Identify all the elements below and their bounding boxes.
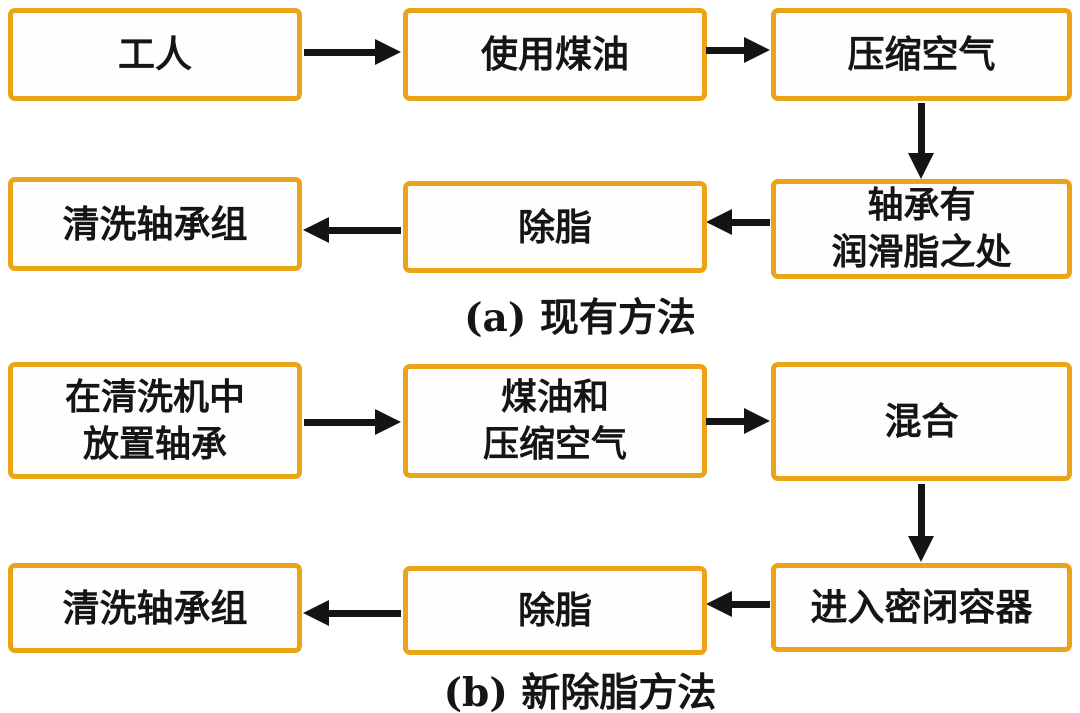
node-degrease-a-label: 除脂	[518, 204, 592, 249]
node-kerosene-and-compressed-air: 煤油和 压缩空气	[403, 364, 707, 478]
arrow-mix-to-sealed-container	[908, 484, 934, 562]
arrow-head-icon	[375, 409, 401, 435]
arrow-shaft	[304, 418, 379, 426]
node-bearing-grease-spot-label: 轴承有 润滑脂之处	[831, 184, 1012, 273]
node-clean-bearing-group-b-label: 清洗轴承组	[62, 585, 248, 630]
arrow-head-icon	[375, 39, 401, 65]
arrow-head-icon	[744, 408, 770, 434]
arrow-shaft	[325, 226, 401, 234]
arrow-head-icon	[303, 217, 329, 243]
node-worker-label: 工人	[118, 32, 192, 77]
arrow-head-icon	[908, 536, 934, 562]
node-enter-sealed-container-label: 进入密闭容器	[810, 585, 1033, 630]
arrow-shaft	[728, 218, 770, 226]
node-place-bearing-in-washer-label: 在清洗机中 放置轴承	[64, 375, 245, 465]
arrow-degrease-to-clean-bearing-b	[303, 600, 401, 626]
node-clean-bearing-group-a-label: 清洗轴承组	[62, 201, 248, 246]
node-worker: 工人	[8, 8, 302, 101]
node-degrease-b: 除脂	[403, 566, 707, 655]
arrow-grease-spot-to-degrease	[706, 209, 770, 235]
arrow-head-icon	[908, 153, 934, 179]
arrow-worker-to-use-kerosene	[304, 39, 401, 65]
arrow-shaft	[304, 48, 379, 56]
arrow-shaft	[917, 484, 925, 540]
arrow-use-kerosene-to-compressed-air	[706, 37, 770, 63]
node-degrease-a: 除脂	[403, 181, 707, 273]
caption-b: (b) 新除脂方法	[443, 670, 717, 713]
node-compressed-air-label: 压缩空气	[847, 32, 996, 77]
node-mix: 混合	[771, 362, 1072, 481]
caption-a: (a) 现有方法	[464, 295, 696, 341]
node-degrease-b-label: 除脂	[518, 588, 592, 633]
arrow-degrease-to-clean-bearing-a	[303, 217, 401, 243]
arrow-shaft	[325, 609, 401, 617]
arrow-shaft	[706, 417, 748, 425]
arrow-shaft	[728, 600, 770, 608]
node-kerosene-and-compressed-air-label: 煤油和 压缩空气	[482, 376, 627, 465]
arrow-head-icon	[303, 600, 329, 626]
node-bearing-grease-spot: 轴承有 润滑脂之处	[771, 179, 1072, 279]
node-place-bearing-in-washer: 在清洗机中 放置轴承	[8, 362, 302, 479]
node-compressed-air: 压缩空气	[771, 8, 1072, 101]
arrow-place-bearing-to-kerosene-air	[304, 409, 401, 435]
arrow-head-icon	[744, 37, 770, 63]
arrow-compressed-air-to-grease-spot	[908, 103, 934, 179]
node-enter-sealed-container: 进入密闭容器	[771, 563, 1072, 652]
arrow-shaft	[706, 46, 748, 54]
node-clean-bearing-group-b: 清洗轴承组	[8, 563, 302, 653]
node-use-kerosene-label: 使用煤油	[481, 32, 629, 77]
arrow-kerosene-air-to-mix	[706, 408, 770, 434]
node-mix-label: 混合	[884, 399, 959, 444]
node-use-kerosene: 使用煤油	[403, 8, 707, 101]
arrow-head-icon	[706, 591, 732, 617]
arrow-shaft	[917, 103, 925, 157]
arrow-sealed-container-to-degrease	[706, 591, 770, 617]
arrow-head-icon	[706, 209, 732, 235]
node-clean-bearing-group-a: 清洗轴承组	[8, 177, 302, 271]
